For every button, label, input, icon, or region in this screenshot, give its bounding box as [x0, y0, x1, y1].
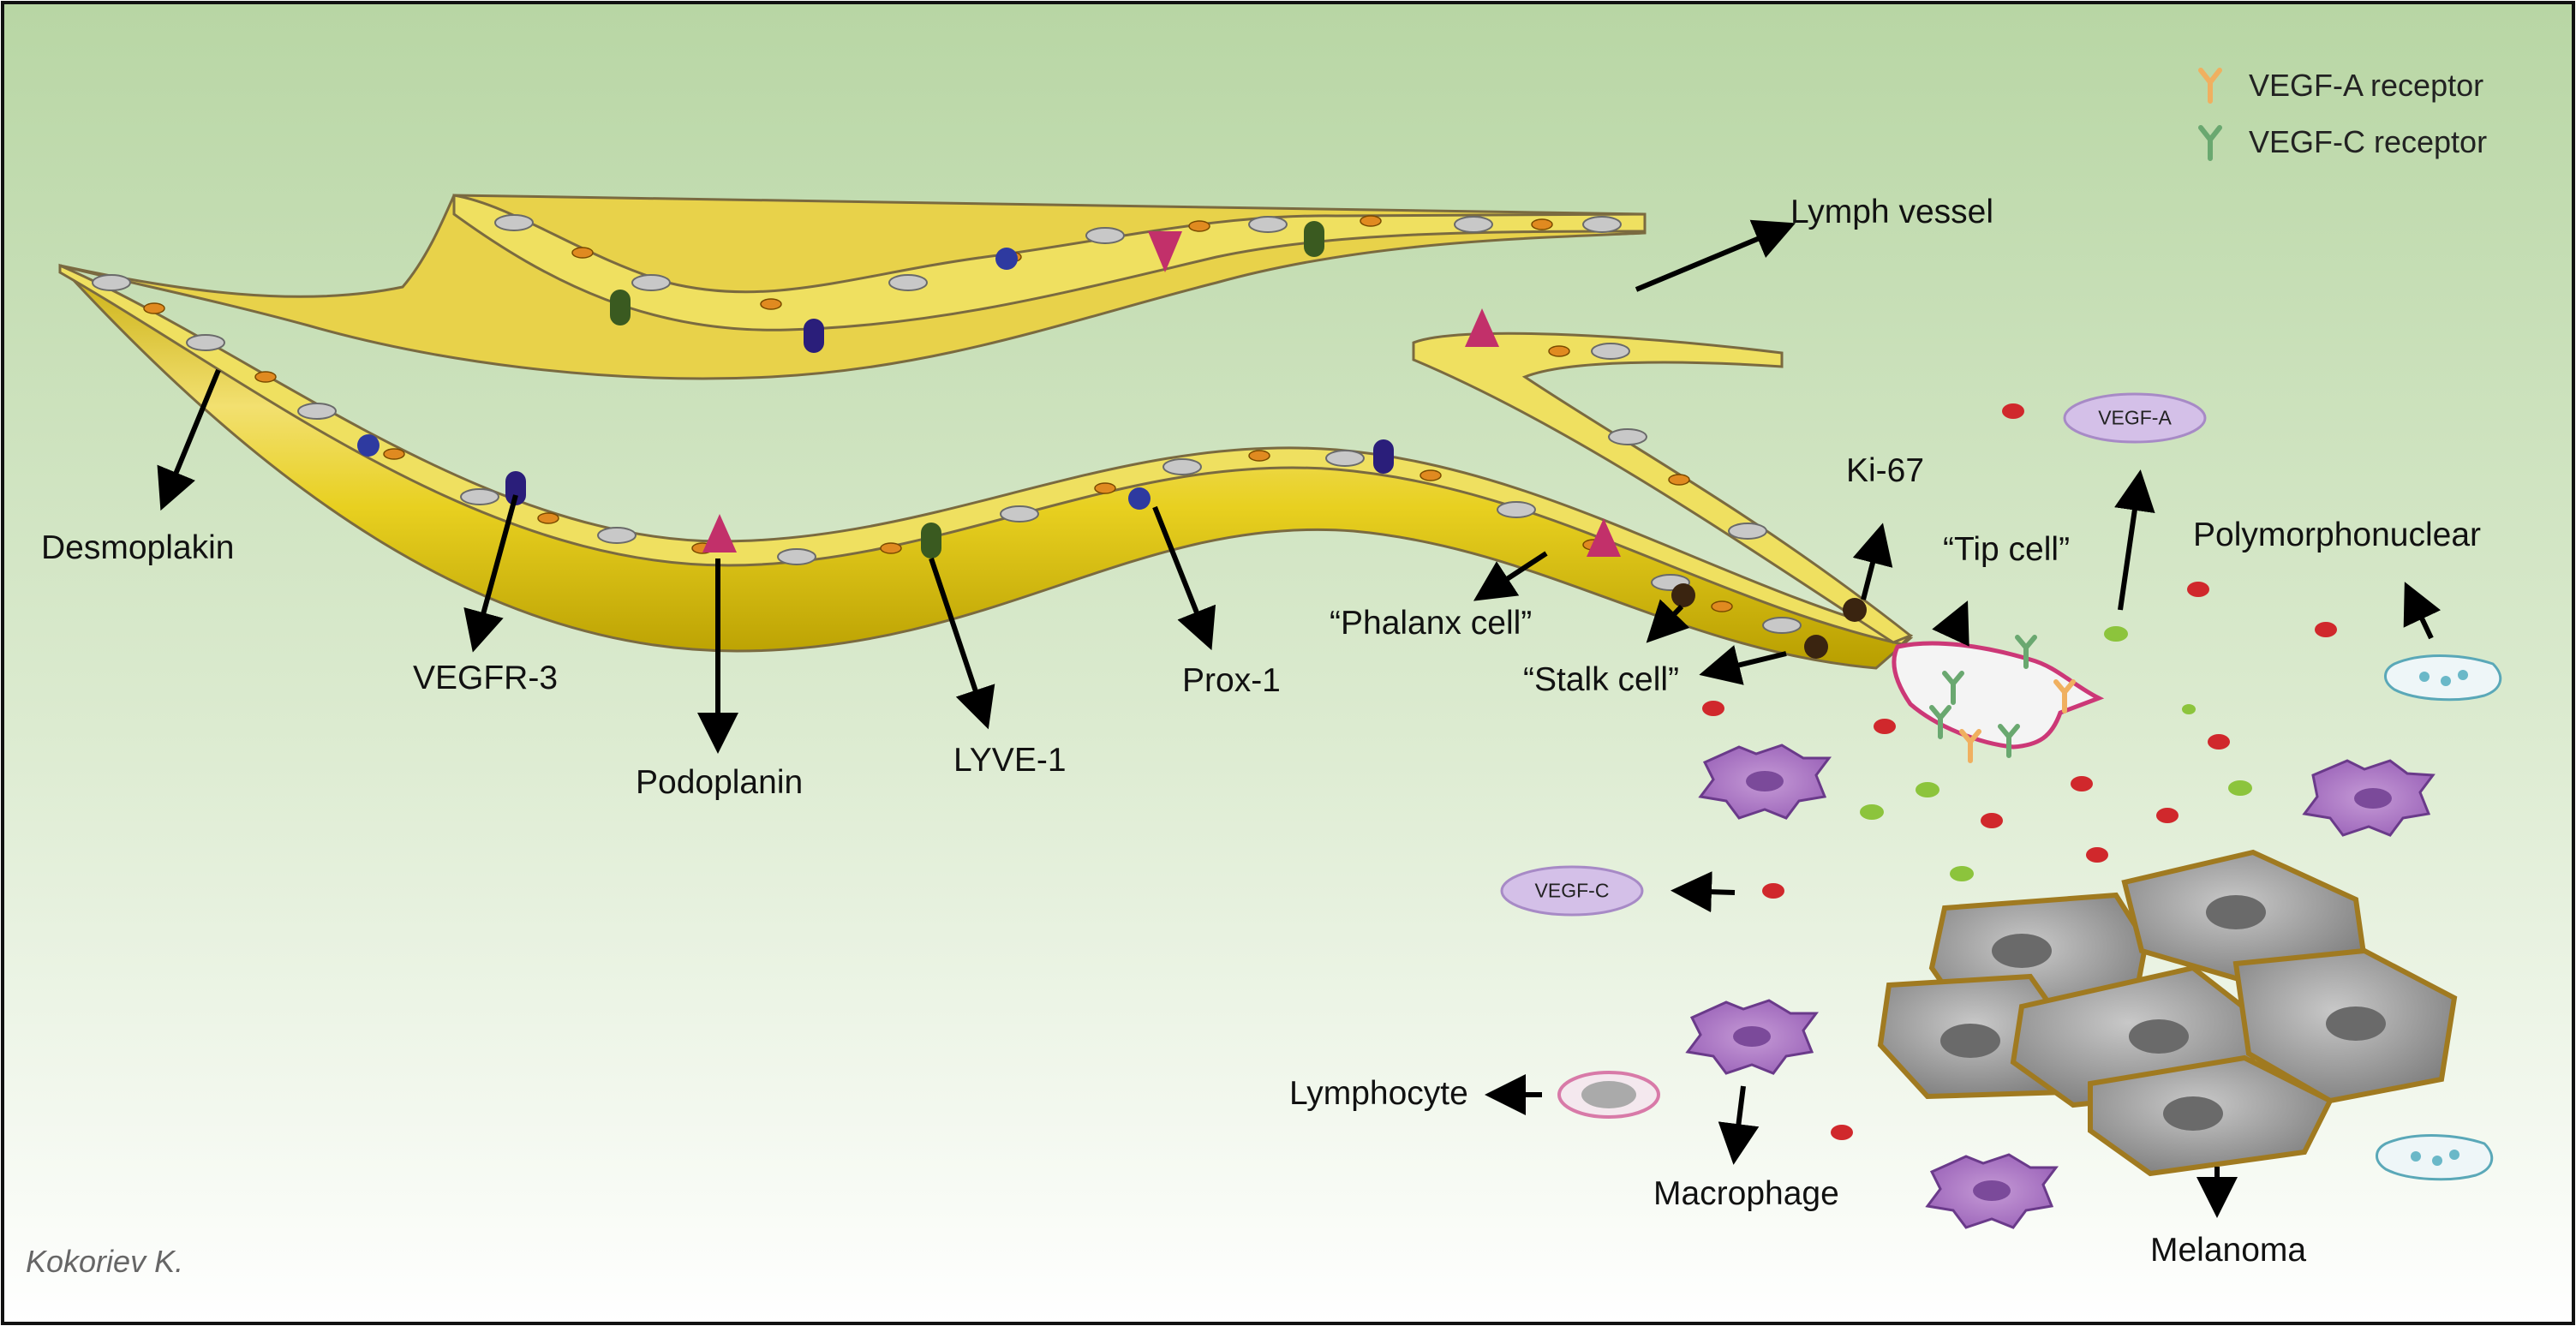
label-melanoma: Melanoma — [2150, 1232, 2307, 1269]
polymorphonuclear-nuclei — [2411, 670, 2468, 1166]
lyve1-markers — [610, 221, 1324, 558]
label-macrophage: Macrophage — [1653, 1175, 1839, 1212]
vegf-a-receptor-icon — [2198, 68, 2222, 104]
credit: Kokoriev K. — [26, 1244, 184, 1279]
label-tip-cell: “Tip cell” — [1943, 531, 2071, 568]
label-polymorphonuclear: Polymorphonuclear — [2193, 517, 2482, 553]
vegf-a-dots — [1860, 626, 2252, 881]
label-stalk-cell: “Stalk cell” — [1523, 661, 1680, 698]
ki67-markers — [1671, 583, 1867, 659]
prox1-markers — [357, 248, 1151, 510]
tip-cell-receptors — [1929, 635, 2076, 763]
vegfr3-markers — [505, 319, 1394, 505]
label-prox1: Prox-1 — [1182, 662, 1281, 699]
podoplanin-markers — [702, 231, 1621, 557]
label-ki67: Ki-67 — [1846, 452, 1925, 489]
legend-vegf-c-receptor: VEGF-C receptor — [2249, 124, 2488, 159]
lymph-vessel — [58, 194, 2105, 750]
vegf-c-pill — [1500, 865, 1644, 917]
label-lymphocyte: Lymphocyte — [1289, 1075, 1468, 1112]
macrophage-nuclei — [1733, 771, 2392, 1201]
endothelial-nuclei — [92, 214, 1802, 634]
vegf-c-receptor-icon — [2198, 125, 2222, 161]
label-phalanx-cell: “Phalanx cell” — [1330, 605, 1533, 642]
label-desmoplakin: Desmoplakin — [41, 529, 235, 566]
melanoma-nuclei — [1940, 895, 2386, 1131]
vegf-c-dots — [1702, 403, 2337, 1140]
label-lyve1: LYVE-1 — [953, 742, 1067, 779]
vegf-a-pill — [2063, 392, 2207, 444]
lymphocyte-nucleus — [1581, 1081, 1636, 1108]
label-podoplanin: Podoplanin — [636, 764, 804, 801]
vegf-a-pill-label: VEGF-A — [2098, 406, 2172, 429]
legend-vegf-a-receptor: VEGF-A receptor — [2249, 68, 2484, 103]
vegf-c-pill-label: VEGF-C — [1534, 879, 1610, 902]
label-lymph-vessel: Lymph vessel — [1790, 194, 1993, 230]
arrows — [157, 219, 2442, 1218]
label-vegfr3: VEGFR-3 — [413, 660, 559, 696]
